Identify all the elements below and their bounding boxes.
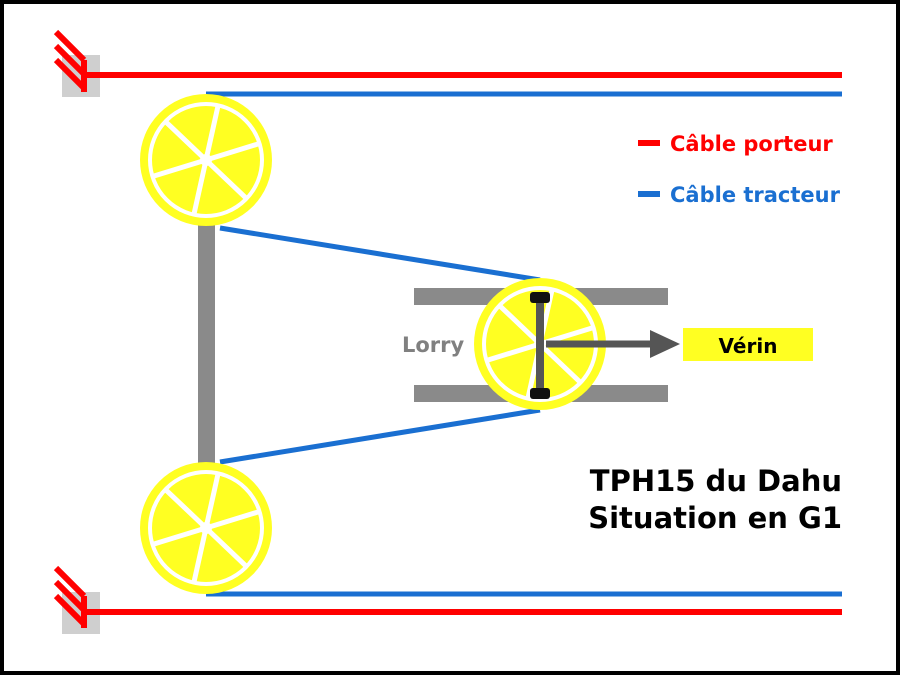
cable-tracteur-diag-lower (219, 407, 541, 465)
legend-swatch-tracteur (638, 191, 660, 197)
actuator-arrow-icon (546, 330, 680, 358)
pulley-frame (198, 160, 215, 530)
lorry-label: Lorry (402, 333, 465, 357)
pulley-top-icon (140, 94, 272, 226)
verin-label: Vérin (719, 334, 778, 358)
legend-porteur-label: Câble porteur (670, 132, 833, 156)
lorry-clamp-bottom (530, 388, 550, 399)
pulley-bottom-icon (140, 462, 272, 594)
legend-tracteur-label: Câble tracteur (670, 183, 841, 207)
lorry-clamp-top (530, 292, 550, 303)
verin-box (683, 328, 813, 361)
title-line1: TPH15 du Dahu (590, 464, 842, 498)
lorry-pulley (474, 278, 606, 410)
anchor-bottom (53, 565, 100, 634)
cable-tracteur-diag-upper (219, 225, 541, 283)
title-line2: Situation en G1 (588, 501, 842, 535)
anchor-top (53, 29, 100, 97)
legend-swatch-porteur (638, 140, 660, 146)
